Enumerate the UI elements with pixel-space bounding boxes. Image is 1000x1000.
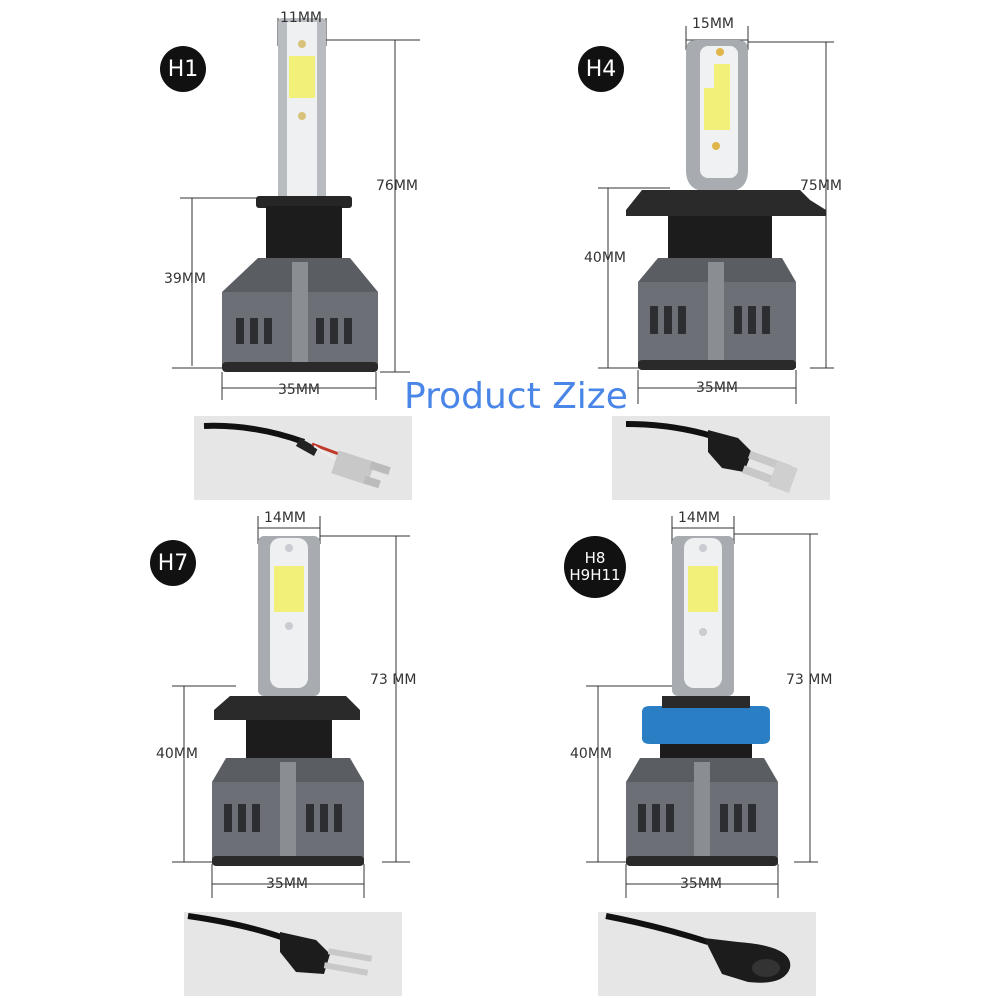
bulb-h8-h9-h11-panel: H8 H9H11 14MM 73 MM 40MM 35MM [500,500,1000,1000]
height-dimension-label: 76MM [376,178,418,194]
h4-connector-drawing [625,421,798,493]
product-size-title: Product Zize [404,376,628,417]
height-dimension-label: 75MM [800,178,842,194]
bulb-type-badge: H8 H9H11 [564,536,626,598]
badge-line-1: H8 [584,548,606,567]
h7-connector-photo [184,912,402,996]
width-dimension-label: 14MM [264,510,306,526]
bulb-h4-drawing [598,26,834,404]
height-dimension-label: 73 MM [786,672,833,688]
bulb-h7-panel: H7 14MM 73 MM 40MM 35MM [0,500,500,1000]
bottom-dimension-label: 35MM [278,382,320,398]
h8-h9-h11-connector-photo [598,912,816,996]
width-dimension-label: 15MM [692,16,734,32]
base-dimension-label: 40MM [584,250,626,266]
base-dimension-label: 40MM [570,746,612,762]
bulb-h7-drawing [172,516,410,898]
h1-connector-drawing [203,422,391,489]
bulb-type-badge: H1 [160,46,206,92]
h8-h9-h11-connector-drawing [605,913,791,983]
height-dimension-label: 73 MM [370,672,417,688]
bottom-dimension-label: 35MM [696,380,738,396]
h1-connector-photo [194,416,412,500]
bulb-type-badge: H4 [578,46,624,92]
bulb-h1-drawing [172,18,420,400]
width-dimension-label: 14MM [678,510,720,526]
base-dimension-label: 40MM [156,746,198,762]
width-dimension-label: 11MM [280,10,322,26]
bottom-dimension-label: 35MM [266,876,308,892]
h7-connector-drawing [187,913,373,976]
bulb-h4-panel: H4 15MM 75MM 40MM 35MM [500,0,1000,500]
bulb-h1-panel: H1 11MM 76MM 39MM 35MM [0,0,500,500]
bulb-h8-h9-h11-drawing [586,516,818,898]
bulb-type-badge: H7 [150,540,196,586]
badge-line-2: H9H11 [569,566,621,584]
base-dimension-label: 39MM [164,271,206,287]
bottom-dimension-label: 35MM [680,876,722,892]
h4-connector-photo [612,416,830,500]
